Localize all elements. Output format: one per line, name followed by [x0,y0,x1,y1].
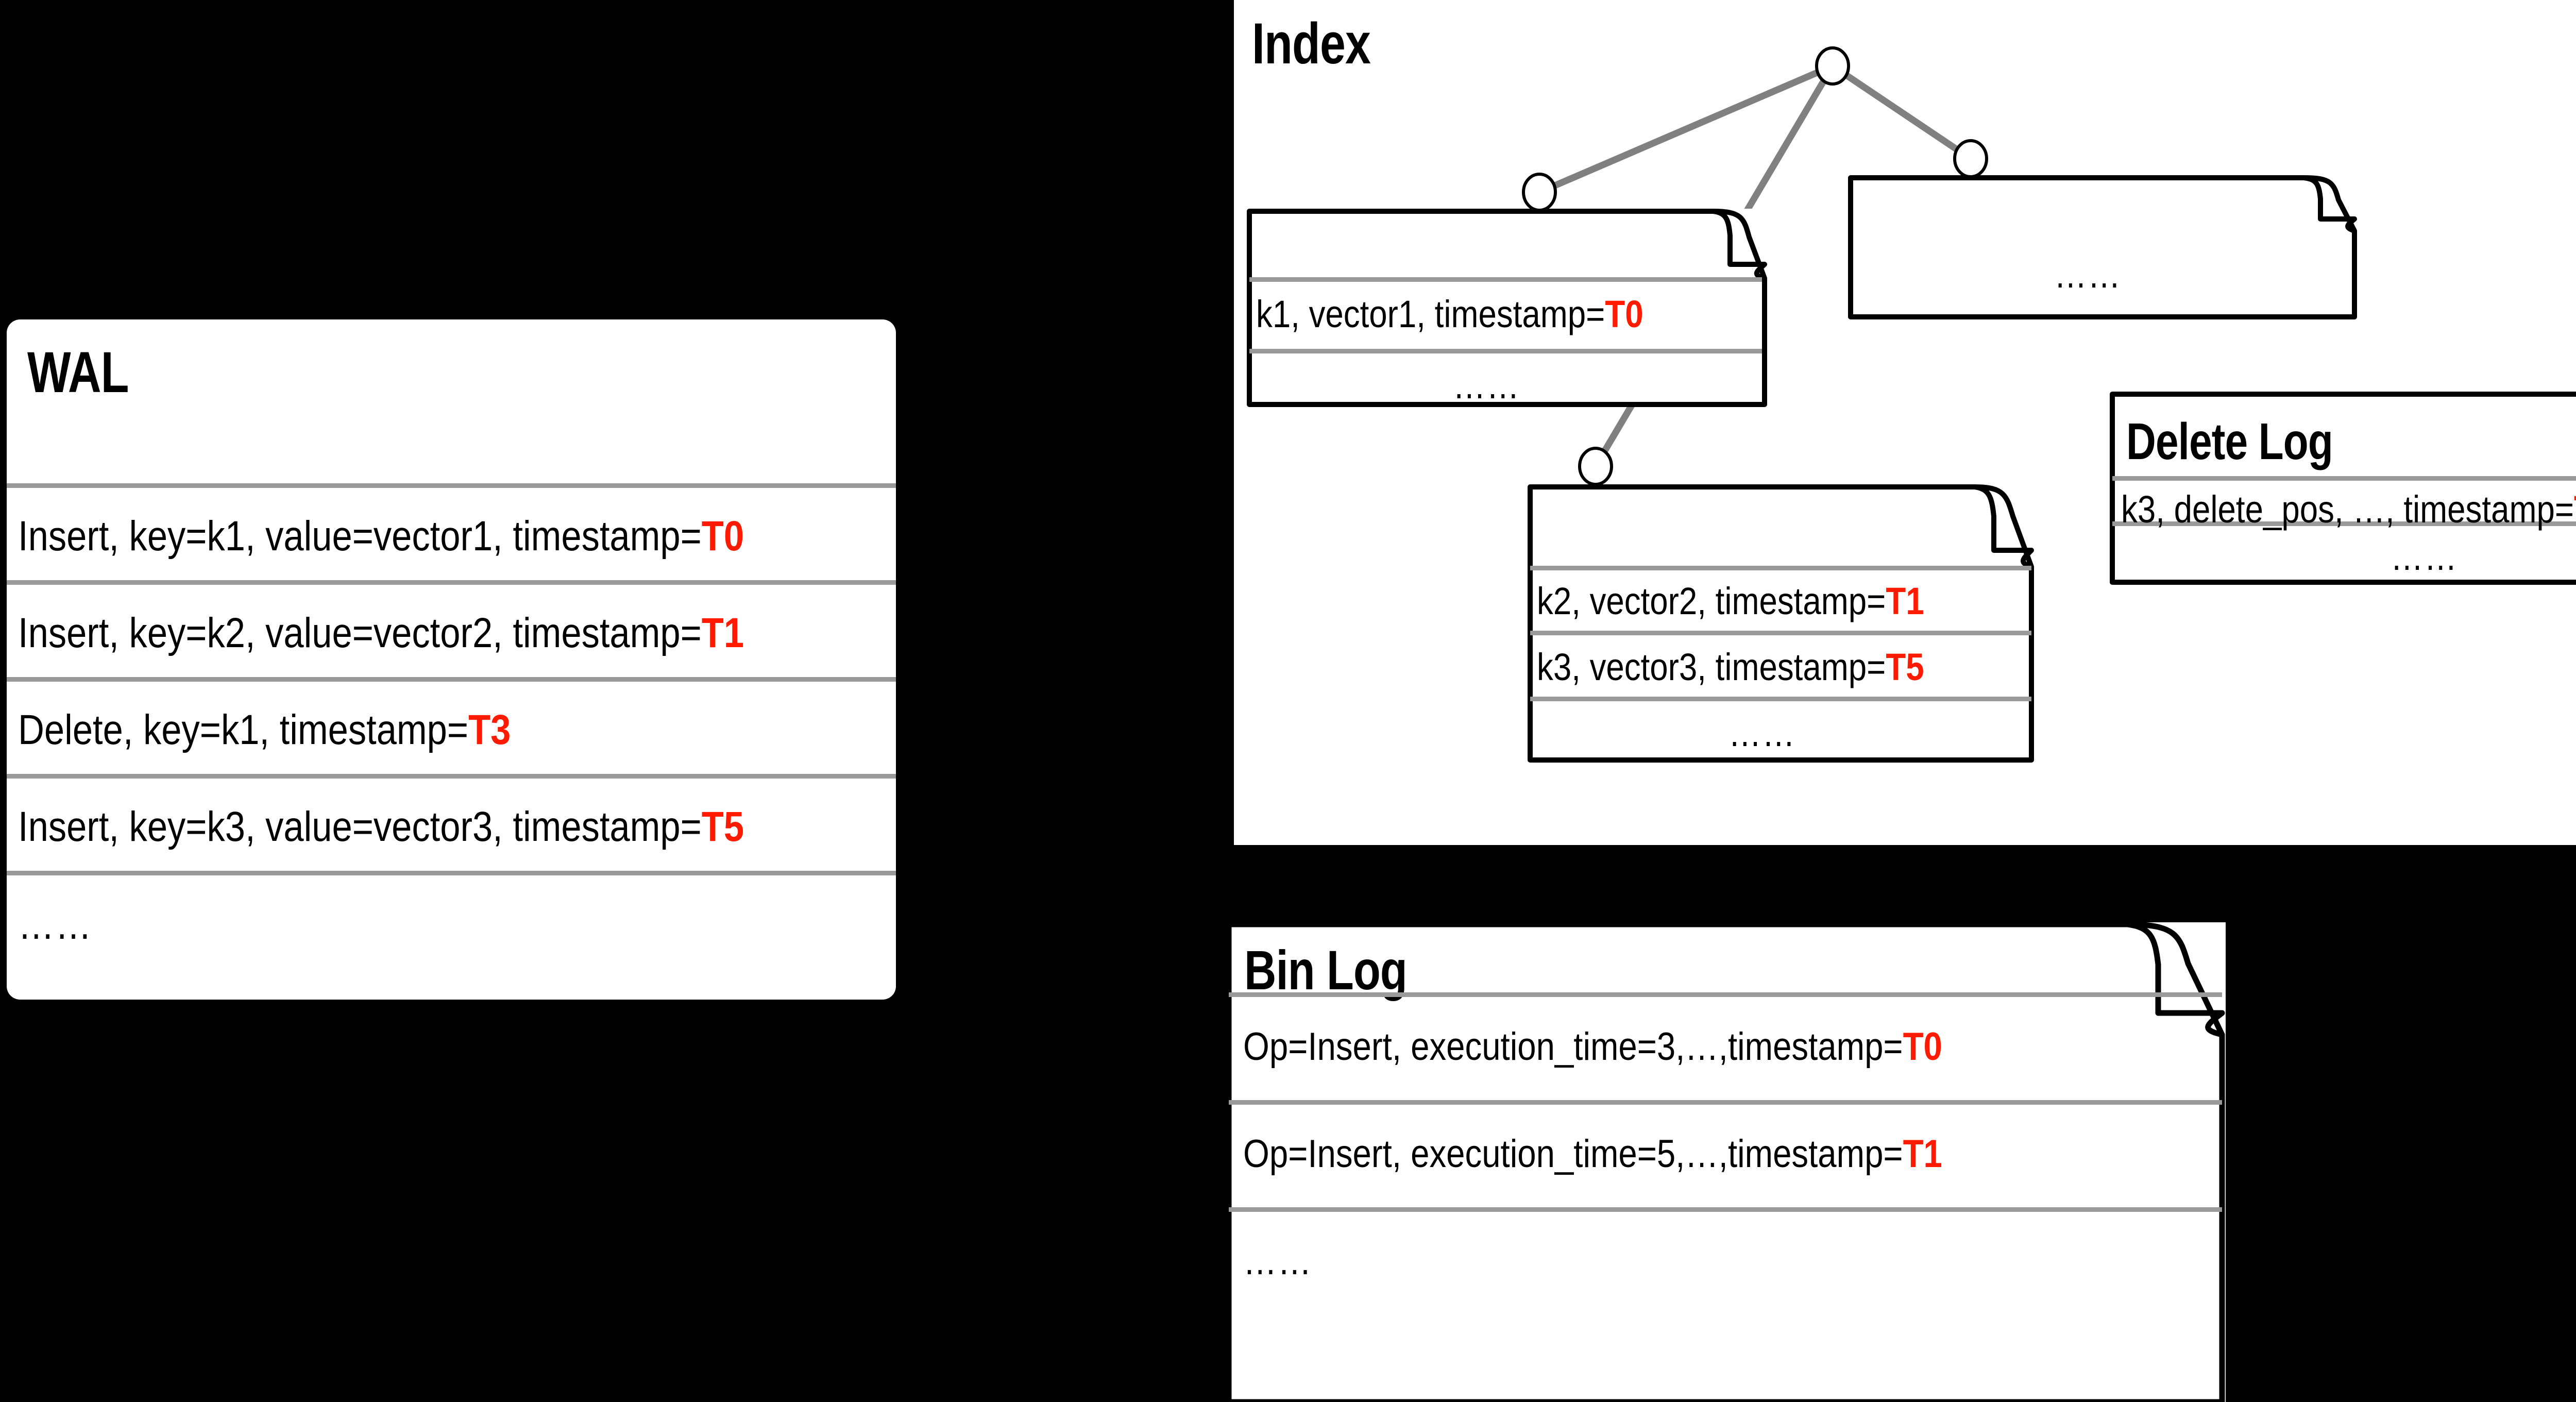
index-title: Index [1252,11,1371,76]
leaf-k2-k3-outline [1528,484,2034,763]
wal-row-text: Insert, key=k1, value=vector1, timestamp… [18,513,702,560]
wal-title: WAL [27,340,129,404]
bin-log-panel: Bin Log Op=Insert, execution_time=3,…,ti… [1229,922,2226,1402]
bin-log-row-text: Op=Insert, execution_time=3,…,timestamp= [1243,1025,1903,1069]
leaf-k2-k3-separator [1530,631,2031,635]
wal-row-timestamp: T3 [468,706,511,753]
leaf-k1-card: k1, vector1, timestamp=T0 …… [1247,209,1767,407]
wal-row: Insert, key=k1, value=vector1, timestamp… [18,512,744,561]
wal-row-timestamp: T5 [701,803,744,850]
wal-row-timestamp: T1 [701,610,744,656]
bin-log-row-timestamp: T0 [1903,1025,1942,1069]
bin-log-outline [1229,922,2225,1402]
wal-row: Insert, key=k3, value=vector3, timestamp… [18,803,744,851]
wal-row-text: Insert, key=k2, value=vector2, timestamp… [18,610,702,656]
bin-log-row: Op=Insert, execution_time=5,…,timestamp=… [1243,1131,1942,1176]
wal-separator [7,774,896,779]
leaf-k1-row-text: k1, vector1, timestamp= [1256,293,1605,335]
delete-log-card: Delete Log k3, delete_pos, …, timestamp=… [2110,392,2576,585]
delete-log-row-timestamp: T3 [2574,488,2576,531]
bin-log-row-ellipsis: …… [1243,1239,1313,1283]
leaf-k2-row-text: k2, vector2, timestamp= [1537,580,1886,622]
leaf-ellipsis-row: …… [2054,253,2122,296]
leaf-ellipsis-outline [1848,175,2357,319]
leaf-k2-k3-row: k3, vector3, timestamp=T5 [1537,645,1924,689]
wal-row: Delete, key=k1, timestamp=T3 [18,706,511,754]
wal-row-text: Insert, key=k3, value=vector3, timestamp… [18,803,702,850]
delete-log-title: Delete Log [2126,413,2333,470]
wal-separator [7,580,896,585]
leaf-k2-row-timestamp: T1 [1886,580,1924,622]
delete-log-separator [2112,521,2576,526]
leaf-k1-outline [1247,209,1767,407]
wal-separator [7,677,896,682]
bin-log-row-text: Op=Insert, execution_time=5,…,timestamp= [1243,1132,1903,1176]
leaf-k1-row-timestamp: T0 [1605,293,1643,335]
delete-log-separator [2112,476,2576,481]
leaf-k2-k3-row: k2, vector2, timestamp=T1 [1537,579,1924,623]
delete-log-outline [2110,392,2576,585]
leaf-k2-k3-separator [1530,697,2031,701]
wal-row-text: Delete, key=k1, timestamp= [18,706,469,753]
delete-log-row-ellipsis: …… [2391,535,2458,578]
leaf-k3-row-timestamp: T5 [1886,646,1924,688]
leaf-k2-k3-row-ellipsis: …… [1728,712,1796,754]
bin-log-separator [1229,1100,2222,1105]
leaf-k2-k3-card: k2, vector2, timestamp=T1 k3, vector3, t… [1528,484,2043,763]
leaf-k2-k3-separator [1530,566,2031,570]
wal-separator [7,483,896,488]
wal-row-ellipsis: …… [18,901,93,948]
leaf-k1-row: k1, vector1, timestamp=T0 [1256,292,1643,336]
delete-log-row: k3, delete_pos, …, timestamp=T3 [2121,487,2576,531]
wal-panel: WAL Insert, key=k1, value=vector1, times… [7,319,896,1000]
leaf-ellipsis-card: …… [1848,175,2357,319]
wal-separator [7,871,896,875]
wal-row-timestamp: T0 [701,513,744,560]
bin-log-row: Op=Insert, execution_time=3,…,timestamp=… [1243,1024,1942,1069]
bin-log-separator [1229,1207,2222,1212]
bin-log-row-timestamp: T1 [1903,1132,1942,1176]
bin-log-title: Bin Log [1244,939,1408,1001]
leaf-k3-row-text: k3, vector3, timestamp= [1537,646,1886,688]
leaf-k1-row-ellipsis: …… [1453,364,1520,407]
wal-row: Insert, key=k2, value=vector2, timestamp… [18,609,744,657]
leaf-k1-separator [1249,277,1762,282]
leaf-k1-separator [1249,349,1762,353]
delete-log-row-text: k3, delete_pos, …, timestamp= [2121,488,2574,531]
bin-log-separator [1229,992,2222,997]
